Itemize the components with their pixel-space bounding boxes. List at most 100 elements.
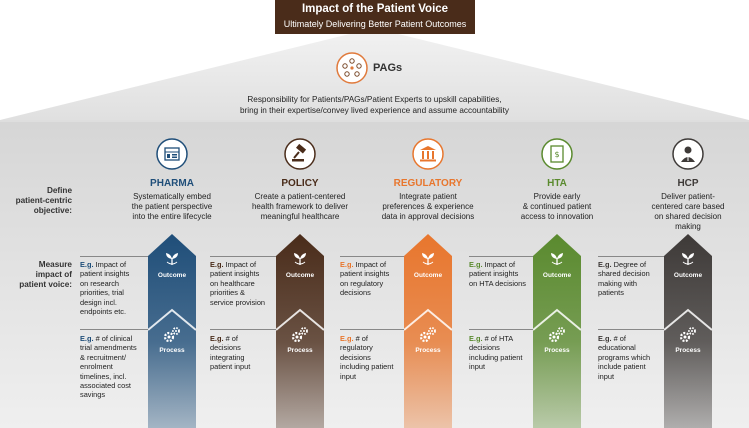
metric-line: including patient (469, 352, 523, 362)
metric-line: priorities, trial (80, 288, 124, 298)
process-label: Process (675, 347, 701, 354)
pags-label: PAGs (373, 62, 403, 74)
pags-description-line: bring in their expertise/convey lived ex… (240, 106, 509, 115)
metric-line: # of clinical (95, 334, 133, 343)
metric-line: shared decision (598, 269, 650, 279)
metric-row: & recruitment/ (80, 353, 148, 362)
roof-triangle (0, 28, 749, 120)
metric-row: on research (80, 279, 148, 288)
metric-row: patient insights (469, 269, 537, 278)
metric-line: input (469, 362, 486, 372)
objective-line: making (675, 222, 701, 231)
eg-prefix: E.g. (340, 334, 354, 343)
eg-prefix: E.g. (469, 334, 483, 343)
metric-line: patient insights (340, 269, 390, 279)
metric-line: programs which (598, 352, 651, 362)
metric-line: decisions (469, 343, 500, 353)
objective-line: preferences & experience (382, 202, 474, 211)
metric-row: input (340, 372, 408, 381)
metric-line: patient insights (80, 269, 130, 279)
metric-line: associated cost (80, 381, 131, 391)
objective-line: the patient perspective (131, 202, 213, 211)
outcome-label: Outcome (285, 272, 315, 279)
page-subtitle: Ultimately Delivering Better Patient Out… (283, 19, 467, 29)
metric-line: priorities & (210, 288, 245, 298)
objective-line: & continued patient (522, 202, 592, 211)
metric-row: priorities, trial (80, 288, 148, 297)
metric-row: timelines, incl. (80, 372, 148, 381)
process-gears-icon (289, 326, 311, 349)
document-icon: $ (541, 138, 573, 170)
metric-row: input (598, 372, 666, 381)
objective-line: Systematically embed (133, 192, 211, 201)
metric-row: patient insights (340, 269, 408, 278)
eg-prefix: E.g. (340, 260, 354, 269)
metric-row: savings (80, 390, 148, 399)
metric-line: input (340, 371, 357, 381)
objective-line: health framework to deliver (251, 202, 349, 211)
institution-icon (412, 138, 444, 170)
metric-line: design incl. (80, 297, 117, 307)
metric-row: E.g. # of (340, 334, 408, 343)
metric-row: programs which (598, 353, 666, 362)
metric-line: decisions (340, 352, 371, 362)
arrow-hta (533, 234, 581, 428)
define-line: patient-centric (15, 196, 72, 205)
house-body (0, 122, 749, 428)
process-label: Process (415, 347, 441, 354)
metric-row: on HTA decisions (469, 279, 537, 288)
metric-row: including patient (340, 362, 408, 371)
metric-row: associated cost (80, 381, 148, 390)
metric-row: input (469, 362, 537, 371)
divider-line (210, 329, 276, 330)
metric-row: E.g. Impact of (340, 260, 408, 269)
process-gears-icon (161, 326, 183, 349)
measure-impact-label: Measure impact of patient voice: (0, 260, 72, 290)
metric-line: patient insights (210, 269, 260, 279)
column-title-regulatory: REGULATORY (393, 178, 463, 189)
metric-line: trial amendments (80, 343, 137, 353)
process-label: Process (287, 347, 313, 354)
objective-line: into the entire lifecycle (132, 212, 212, 221)
metric-row: trial amendments (80, 343, 148, 352)
metric-row: patient input (210, 362, 278, 371)
doctor-icon (672, 138, 704, 170)
page-title: Impact of the Patient Voice (301, 3, 449, 15)
eg-prefix: E.g. (210, 334, 224, 343)
divider-line (80, 329, 148, 330)
title-banner: Impact of the Patient Voice Ultimately D… (275, 0, 475, 34)
metric-line: Impact of (95, 260, 127, 269)
arrow-regulatory (404, 234, 452, 428)
divider-line (598, 256, 664, 257)
outcome-plant-icon (291, 252, 309, 271)
objective-line: centered care based (651, 202, 725, 211)
metric-row: enrolment (80, 362, 148, 371)
metric-line: patients (598, 288, 624, 298)
metric-line: timelines, incl. (80, 371, 127, 381)
metric-line: regulatory (340, 343, 373, 353)
svg-text:$: $ (554, 150, 559, 159)
metric-line: savings (80, 390, 106, 400)
metric-line: Impact of (355, 260, 387, 269)
metric-line: on healthcare (210, 278, 255, 288)
outcome-label: Outcome (413, 272, 443, 279)
metric-row: E.g. # of (598, 334, 666, 343)
metric-line: patient insights (469, 269, 519, 279)
divider-line (469, 256, 533, 257)
metric-line: integrating (210, 352, 245, 362)
metric-line: endpoints etc. (80, 307, 127, 317)
metric-row: endpoints etc. (80, 307, 148, 316)
eg-prefix: E.g. (598, 260, 612, 269)
outcome-plant-icon (419, 252, 437, 271)
define-line: objective: (33, 206, 72, 215)
arrow-pharma (148, 234, 196, 428)
